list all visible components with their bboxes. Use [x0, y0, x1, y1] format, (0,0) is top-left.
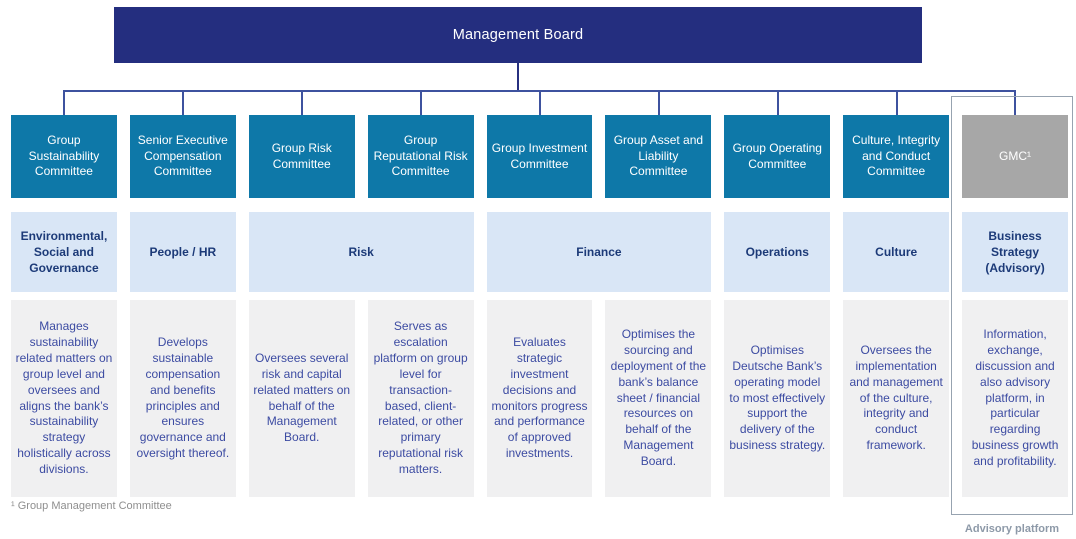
description-gmc: Information, exchange, discussion and al… — [962, 300, 1068, 497]
management-board-title: Management Board — [452, 27, 584, 43]
description-row: Manages sustainability related matters o… — [11, 300, 1068, 497]
category-label: Culture — [875, 244, 918, 259]
advisory-platform-outline — [951, 96, 1073, 515]
connector-drop — [182, 91, 184, 116]
category-label: Business Strategy (Advisory) — [985, 228, 1045, 276]
description-culture-integrity-conduct: Oversees the implementation and manageme… — [843, 300, 950, 497]
description-group-sustainability: Manages sustainability related matters o… — [11, 300, 117, 497]
advisory-platform-label: Advisory platform — [964, 523, 1060, 535]
committee-label: Group Risk Committee — [271, 140, 332, 171]
connector-trunk — [517, 63, 519, 90]
connector-drop — [63, 91, 65, 116]
footnote-group-management-committee: ¹ Group Management Committee — [11, 500, 172, 512]
category-operations: Operations — [724, 212, 831, 292]
connector-drop — [539, 91, 541, 116]
description-group-investment: Evaluates strategic investment decisions… — [486, 300, 593, 497]
committee-label: GMC¹ — [999, 148, 1032, 163]
committee-box-group-asset-liability: Group Asset and Liability Committee — [605, 115, 712, 198]
committee-box-group-investment: Group Investment Committee — [486, 115, 593, 198]
committee-box-culture-integrity-conduct: Culture, Integrity and Conduct Committee — [843, 115, 950, 198]
category-esg: Environmental, Social and Governance — [11, 212, 117, 292]
committee-label: Senior Executive Compensation Committee — [137, 133, 228, 179]
category-label: Environmental, Social and Governance — [20, 228, 108, 276]
description-group-risk: Oversees several risk and capital relate… — [248, 300, 355, 497]
category-label: Finance — [576, 244, 622, 259]
committee-label: Group Investment Committee — [491, 140, 588, 171]
category-business-strategy: Business Strategy (Advisory) — [962, 212, 1068, 292]
category-finance: Finance — [486, 212, 712, 292]
category-culture: Culture — [843, 212, 950, 292]
description-group-operating: Optimises Deutsche Bank’s operating mode… — [724, 300, 831, 497]
committee-label: Group Reputational Risk Committee — [373, 133, 468, 179]
committee-box-senior-executive-compensation: Senior Executive Compensation Committee — [129, 115, 236, 198]
connector-drop — [301, 91, 303, 116]
connector-drop — [420, 91, 422, 116]
committee-box-group-sustainability: Group Sustainability Committee — [11, 115, 117, 198]
connector-drop — [658, 91, 660, 116]
description-group-reputational-risk: Serves as escalation platform on group l… — [367, 300, 474, 497]
description-group-asset-liability: Optimises the sourcing and deployment of… — [605, 300, 712, 497]
committee-label: Group Operating Committee — [732, 140, 822, 171]
category-row: Environmental, Social and Governance Peo… — [11, 212, 1068, 292]
committee-row: Group Sustainability Committee Senior Ex… — [11, 115, 1068, 198]
category-label: People / HR — [149, 244, 217, 259]
committee-box-group-reputational-risk: Group Reputational Risk Committee — [367, 115, 474, 198]
connector-drop — [777, 91, 779, 116]
committee-label: Culture, Integrity and Conduct Committee — [852, 133, 941, 179]
committee-box-group-operating: Group Operating Committee — [724, 115, 831, 198]
committee-box-gmc: GMC¹ — [962, 115, 1068, 198]
category-label: Risk — [348, 244, 374, 259]
committee-label: Group Sustainability Committee — [28, 133, 100, 179]
committee-label: Group Asset and Liability Committee — [613, 133, 704, 179]
committee-box-group-risk: Group Risk Committee — [248, 115, 355, 198]
description-senior-executive-compensation: Develops sustainable compensation and be… — [129, 300, 236, 497]
connector-drop — [1014, 91, 1016, 116]
connector-drop — [896, 91, 898, 116]
management-board-box: Management Board — [114, 7, 922, 63]
category-risk: Risk — [248, 212, 474, 292]
category-label: Operations — [745, 244, 809, 259]
category-people-hr: People / HR — [129, 212, 236, 292]
